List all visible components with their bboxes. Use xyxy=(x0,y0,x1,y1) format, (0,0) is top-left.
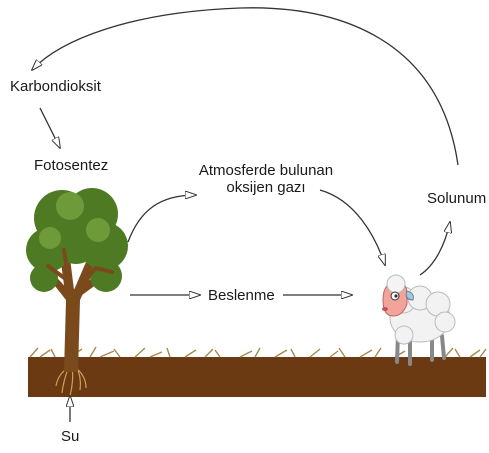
arrow-oxygen-to-sheep xyxy=(319,189,385,265)
sheep-head xyxy=(382,274,414,317)
soil-ground xyxy=(28,357,486,397)
label-photosynthesis: Fotosentez xyxy=(34,157,109,174)
label-carbon-dioxide: Karbondioksit xyxy=(10,78,101,95)
label-oxygen-line2: oksijen gazı xyxy=(226,179,306,196)
label-nutrition: Beslenme xyxy=(208,287,275,304)
tree-foliage xyxy=(26,188,128,292)
arrow-tree-to-oxygen xyxy=(127,195,196,243)
grass xyxy=(29,346,487,358)
arrow-respiration-to-co2 xyxy=(32,7,459,166)
sheep xyxy=(382,274,456,366)
tree-branches xyxy=(46,248,114,292)
label-respiration: Solunum xyxy=(427,190,487,207)
arrow-sheep-to-respiration xyxy=(419,222,450,276)
label-oxygen-line1: Atmosferde bulunan xyxy=(198,162,334,179)
label-water: Su xyxy=(61,428,80,445)
arrows xyxy=(32,7,459,422)
arrow-co2-to-photosynthesis xyxy=(39,107,60,148)
tree-roots xyxy=(55,363,87,397)
label-oxygen: Atmosferde bulunan oksijen gazı xyxy=(186,162,346,196)
